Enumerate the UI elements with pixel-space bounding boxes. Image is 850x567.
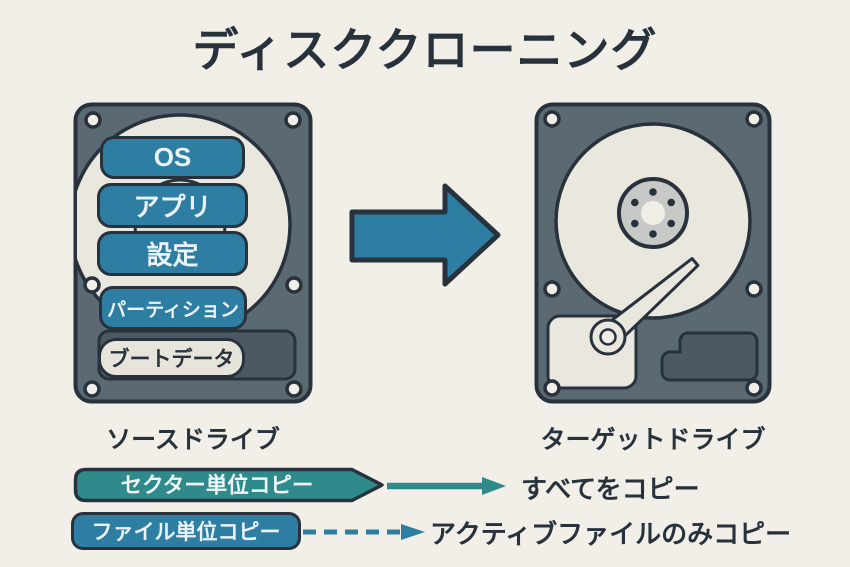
source-layer-settings: 設定 [97, 231, 248, 276]
page-title: ディスククローニング [192, 24, 658, 76]
source-layer-os: OS [100, 136, 245, 179]
source-layer-apps: アプリ [97, 183, 248, 228]
file-copy-description: アクティブファイルのみコピー [430, 519, 792, 549]
sector-copy-badge-label: セクター単位コピー [121, 473, 314, 498]
clone-direction-arrow-icon [349, 183, 501, 287]
source-layer-bootdata: ブートデータ [98, 338, 245, 378]
screws [83, 111, 303, 398]
target-drive [534, 102, 772, 404]
sector-copy-description: すべてをコピー [521, 474, 700, 504]
file-copy-badge: ファイル単位コピー [71, 512, 301, 550]
source-drive: OS アプリ 設定 パーティション ブートデータ [73, 102, 313, 404]
target-drive-illustration [534, 102, 772, 404]
source-layer-partition: パーティション [99, 286, 247, 330]
screws [543, 110, 763, 397]
sector-copy-badge: セクター単位コピー [73, 467, 384, 503]
target-drive-label: ターゲットドライブ [540, 426, 766, 454]
spindle-hole [641, 201, 665, 225]
solid-arrow-icon [387, 477, 506, 495]
actuator-pivot-hole [599, 328, 617, 346]
hub-screw-dots [631, 188, 675, 238]
controller-block [660, 331, 759, 382]
dashed-arrow-icon [303, 524, 425, 540]
source-drive-label: ソースドライブ [106, 426, 280, 454]
